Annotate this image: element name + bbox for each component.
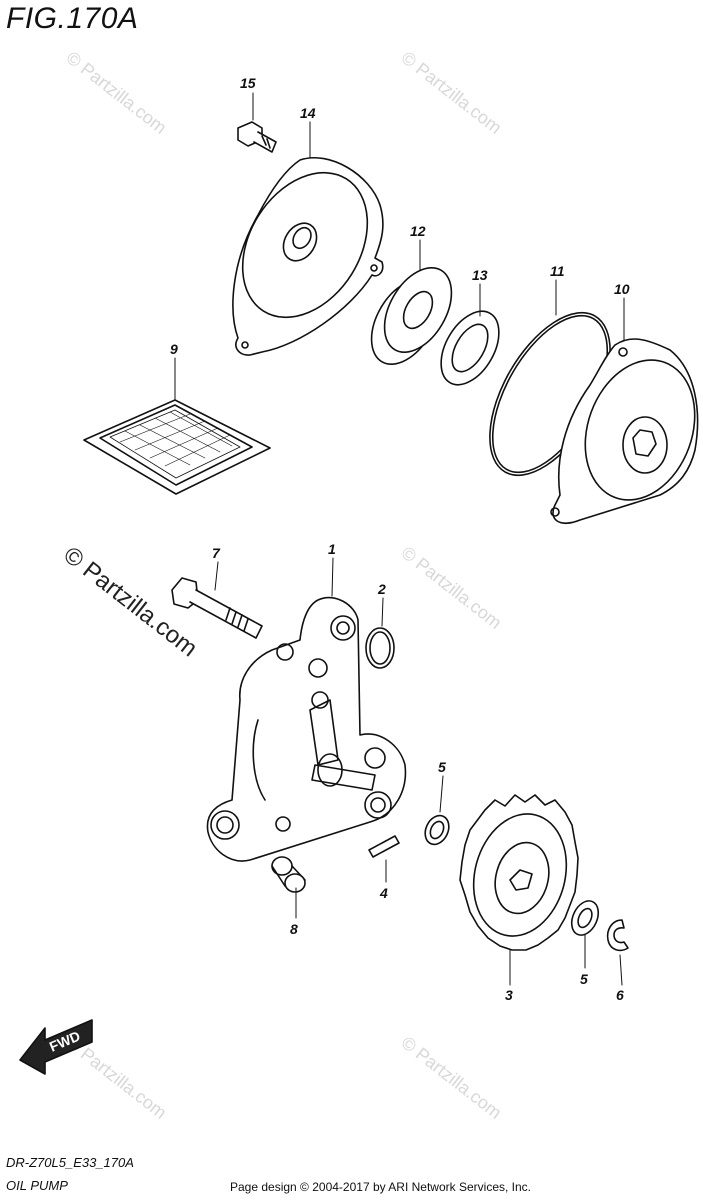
part-2-oring[interactable] (365, 627, 395, 669)
part-7-bolt[interactable] (171, 577, 263, 639)
part-13-washer[interactable] (429, 301, 511, 394)
watermark-5: © Partzilla.com (398, 1032, 506, 1122)
label-part-3: 3 (505, 987, 513, 1003)
part-15-bolt[interactable] (237, 121, 277, 153)
part-5-washer-upper[interactable] (421, 812, 454, 848)
watermark-1: © Partzilla.com (63, 47, 171, 137)
label-part-10: 10 (614, 281, 630, 297)
label-part-2: 2 (377, 581, 386, 597)
label-part-12: 12 (410, 223, 426, 239)
part-8-dowel[interactable] (271, 856, 306, 893)
part-4-pin[interactable] (368, 835, 400, 858)
part-14-cover[interactable] (217, 150, 393, 356)
part-12-seal[interactable] (358, 256, 465, 376)
watermark-2: © Partzilla.com (398, 47, 506, 137)
part-3-gear[interactable] (459, 794, 580, 951)
label-part-11: 11 (550, 263, 565, 279)
label-part-9: 9 (170, 341, 178, 357)
part-1-pump-assembly[interactable] (206, 596, 407, 862)
part-9-filter[interactable] (83, 399, 271, 495)
part-5-washer-lower[interactable] (567, 897, 604, 940)
label-part-8: 8 (290, 921, 298, 937)
part-6-eclip[interactable] (606, 919, 629, 952)
diagram-code: DR-Z70L5_E33_170A (6, 1155, 134, 1170)
label-part-7: 7 (212, 545, 221, 561)
label-part-13: 13 (472, 267, 488, 283)
label-part-5-upper: 5 (438, 759, 446, 775)
part-10-pump-body[interactable] (550, 338, 703, 524)
label-part-14: 14 (300, 105, 316, 121)
label-part-6: 6 (616, 987, 624, 1003)
label-part-15: 15 (240, 75, 256, 91)
figure-title: FIG.170A (6, 2, 139, 35)
diagram-name: OIL PUMP (6, 1178, 68, 1193)
watermark-3: © Partzilla.com (398, 542, 506, 632)
fwd-arrow (19, 1019, 93, 1075)
label-part-5-lower: 5 (580, 971, 588, 987)
copyright-notice: Page design © 2004-2017 by ARI Network S… (230, 1180, 532, 1194)
label-part-4: 4 (379, 885, 388, 901)
label-part-1: 1 (328, 541, 336, 557)
part-labels: 15 14 12 13 11 10 9 7 1 2 5 4 8 3 5 6 (170, 75, 630, 1003)
leader-lines (174, 92, 625, 986)
